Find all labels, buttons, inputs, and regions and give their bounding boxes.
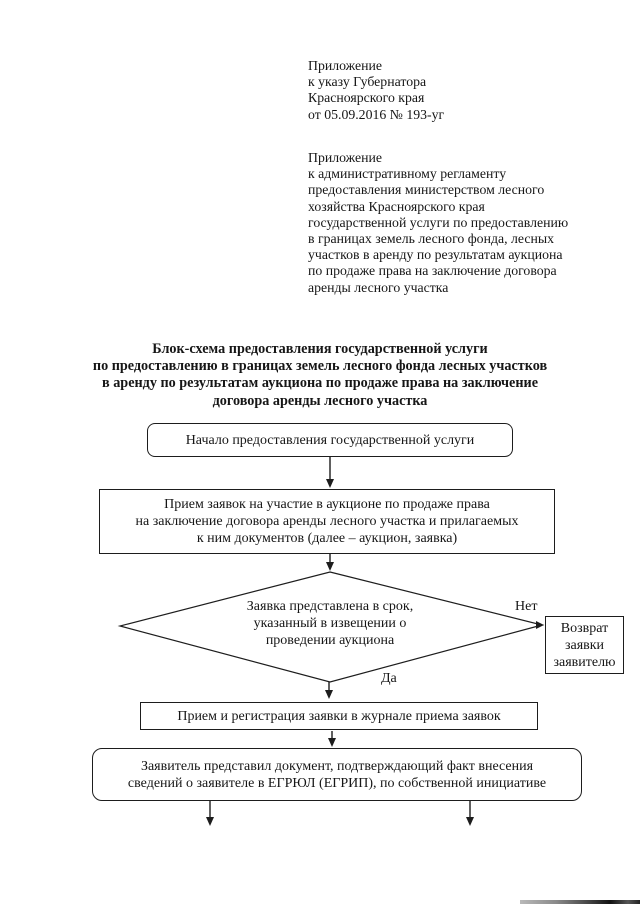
flow-node-start: Начало предоставления государственной ус… bbox=[147, 423, 513, 457]
regulation-ref-line: к административному регламенту bbox=[308, 166, 507, 182]
flow-node-line: Возврат bbox=[560, 620, 609, 636]
page-title: Блок-схема предоставления государственно… bbox=[0, 341, 640, 410]
flow-node-accept-applications: Прием заявок на участие в аукционе по пр… bbox=[99, 489, 555, 554]
decision-line: проведении аукциона bbox=[265, 632, 395, 648]
regulation-ref-line: предоставления министерством лесного bbox=[308, 182, 545, 198]
flow-node-line: к ним документов (далее – аукцион, заявк… bbox=[196, 531, 458, 546]
flow-node-line: заявки bbox=[564, 637, 605, 653]
flow-node-decision-deadline: Заявка представлена в срок, указанный в … bbox=[210, 597, 450, 649]
flow-node-line: сведений о заявителе в ЕГРЮЛ (ЕГРИП), по… bbox=[127, 775, 547, 791]
page-title-line: Блок-схема предоставления государственно… bbox=[152, 341, 488, 357]
arrowhead-down-icon bbox=[326, 562, 334, 571]
regulation-ref-line: аренды лесного участка bbox=[308, 279, 449, 295]
decree-reference-block: Приложение к указу Губернатора Красноярс… bbox=[308, 58, 444, 123]
arrowhead-down-icon bbox=[466, 817, 474, 826]
arrowhead-down-icon bbox=[326, 479, 334, 488]
decision-line: Заявка представлена в срок, bbox=[246, 598, 414, 614]
decree-ref-line: Красноярского края bbox=[308, 90, 425, 106]
flow-node-line: Заявитель представил документ, подтвержд… bbox=[140, 758, 534, 774]
page-title-line: договора аренды лесного участка bbox=[212, 392, 428, 409]
decision-line: указанный в извещении о bbox=[253, 615, 407, 631]
decision-diamond-shape bbox=[117, 571, 545, 683]
arrowhead-right-icon bbox=[536, 621, 544, 629]
flow-node-line: заявителю bbox=[553, 654, 616, 670]
flow-node-label: Прием и регистрация заявки в журнале при… bbox=[177, 708, 501, 724]
regulation-ref-line: участков в аренду по результатам аукцион… bbox=[308, 247, 563, 263]
flow-node-line: на заключение договора аренды лесного уч… bbox=[135, 514, 519, 529]
decree-ref-line: Приложение bbox=[308, 58, 383, 73]
flow-node-label: Начало предоставления государственной ус… bbox=[185, 432, 475, 448]
flow-node-register-application: Прием и регистрация заявки в журнале при… bbox=[140, 702, 538, 730]
regulation-ref-line: Приложение bbox=[308, 150, 383, 165]
page-title-line: по предоставлению в границах земель лесн… bbox=[92, 358, 548, 375]
arrowhead-down-icon bbox=[328, 738, 336, 747]
arrowhead-down-icon bbox=[206, 817, 214, 826]
page-title-line: в аренду по результатам аукциона по прод… bbox=[102, 375, 538, 392]
regulation-ref-line: в границах земель лесного фонда, лесных bbox=[308, 231, 555, 247]
branch-label-no: Нет bbox=[515, 599, 538, 614]
regulation-ref-line: хозяйства Красноярского края bbox=[308, 198, 485, 214]
branch-label-yes: Да bbox=[381, 671, 397, 686]
regulation-ref-line: государственной услуги по предоставлению bbox=[308, 214, 569, 230]
decree-ref-line: от 05.09.2016 № 193-уг bbox=[308, 106, 445, 122]
decree-ref-line: к указу Губернатора bbox=[308, 74, 427, 90]
arrowhead-down-icon bbox=[325, 690, 333, 699]
flow-node-line: Прием заявок на участие в аукционе по пр… bbox=[164, 497, 490, 512]
flow-node-return-application: Возврат заявки заявителю bbox=[545, 616, 624, 674]
scan-artifact bbox=[520, 900, 640, 904]
flow-node-egrul-document: Заявитель представил документ, подтвержд… bbox=[92, 748, 582, 801]
regulation-reference-block: Приложение к административному регламент… bbox=[308, 150, 568, 296]
regulation-ref-line: по продаже права на заключение договора bbox=[308, 263, 557, 279]
